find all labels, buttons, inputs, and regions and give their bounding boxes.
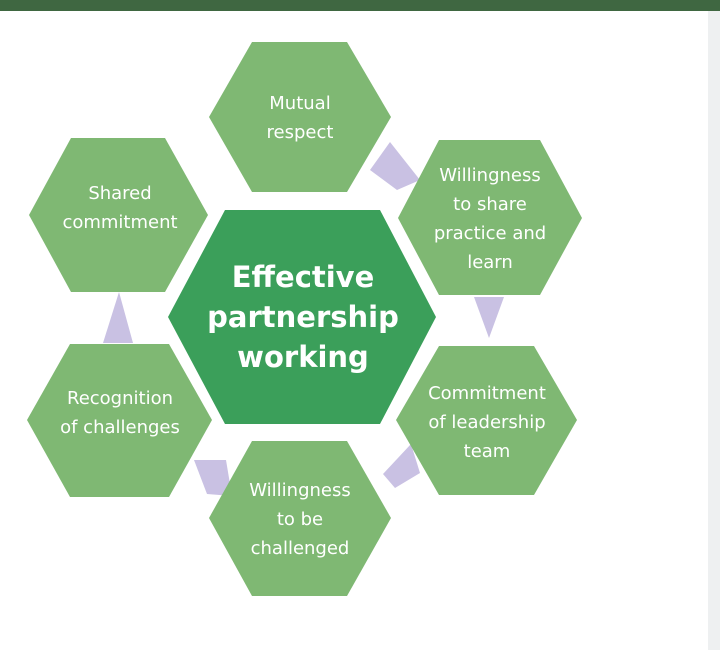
center-label: Effective partnership working — [207, 260, 399, 374]
hexagon-recognition-challenges — [27, 344, 212, 497]
connectors — [103, 142, 504, 496]
hexagon-shared-commitment — [29, 138, 208, 292]
side-panel-strip — [708, 11, 720, 650]
hexagon-mutual-respect — [209, 42, 391, 192]
hexagon-center — [168, 210, 436, 424]
header-bar — [0, 0, 720, 11]
hexagon-willingness-share — [398, 140, 582, 295]
connector-respect-to-share — [370, 142, 420, 190]
hexagon-commitment-leadership — [396, 346, 577, 495]
connector-recognition-to-shared — [103, 292, 133, 343]
hexagon-willingness-challenged — [209, 441, 391, 596]
connector-share-to-leadership — [474, 297, 504, 338]
connector-leadership-to-challenged — [383, 444, 420, 488]
connector-challenged-to-recognition — [194, 460, 232, 496]
